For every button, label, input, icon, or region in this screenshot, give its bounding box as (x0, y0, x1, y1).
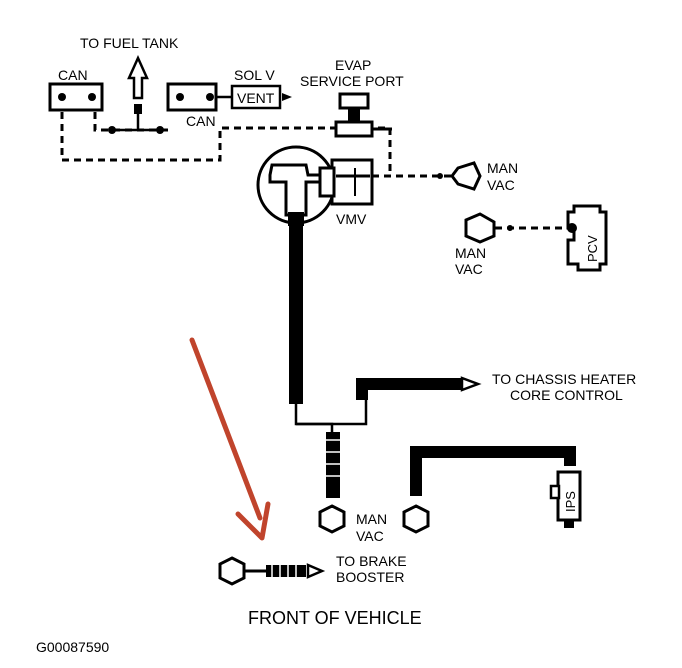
man-vac-lower-label-1: MAN (356, 511, 387, 527)
vmv-valve (318, 158, 374, 206)
ips-sensor (549, 470, 582, 528)
can-left-label: CAN (58, 67, 88, 83)
fuel-tank-arrow-icon (127, 54, 149, 114)
chassis-heater-label-1: TO CHASSIS HEATER (492, 371, 636, 387)
tee-fitting-2 (156, 126, 164, 134)
vent-solenoid (230, 84, 292, 110)
brake-booster-label-1: TO BRAKE (336, 553, 407, 569)
man-vac-lower-fitting-left (318, 504, 346, 534)
evap-service-port (334, 92, 392, 138)
man-vac-lower-label-2: VAC (356, 528, 384, 544)
vmv-label: VMV (336, 211, 367, 227)
brake-booster-hose (218, 556, 326, 586)
pcv-valve (566, 204, 608, 272)
man-vac-lower-fitting-right (402, 504, 430, 534)
evap-label-1: EVAP (335, 57, 371, 73)
man-vac-upper-fitting (450, 161, 482, 191)
brake-booster-label-2: BOOSTER (336, 569, 404, 585)
sol-v-label: SOL V (234, 67, 275, 83)
tee-fitting (108, 126, 116, 134)
front-of-vehicle-label: FRONT OF VEHICLE (248, 608, 422, 628)
man-vac-mid-label-2: VAC (455, 261, 483, 277)
evap-label-2: SERVICE PORT (300, 73, 404, 89)
can-left (48, 82, 104, 112)
can-right-label: CAN (186, 113, 216, 129)
pcv-label: PCV (585, 235, 600, 262)
chassis-heater-hose (356, 376, 482, 400)
main-hose (289, 226, 368, 432)
man-vac-upper-label-1: MAN (487, 160, 518, 176)
man-vac-lower-hose (326, 432, 340, 498)
chassis-heater-label-2: CORE CONTROL (510, 387, 623, 403)
dashed-loop-hose (60, 112, 392, 175)
to-fuel-tank-label: TO FUEL TANK (80, 35, 179, 51)
man-vac-upper-label-2: VAC (487, 177, 515, 193)
red-arrow-icon (189, 337, 271, 541)
ips-label: IPS (563, 491, 578, 512)
vent-label: VENT (237, 90, 275, 106)
man-vac-mid-label-1: MAN (455, 245, 486, 261)
man-vac-mid-fitting (464, 212, 496, 244)
dashed-tee-hose (93, 112, 170, 132)
ips-hose (410, 446, 576, 496)
can-right (166, 82, 218, 112)
figure-id-label: G00087590 (36, 639, 109, 655)
